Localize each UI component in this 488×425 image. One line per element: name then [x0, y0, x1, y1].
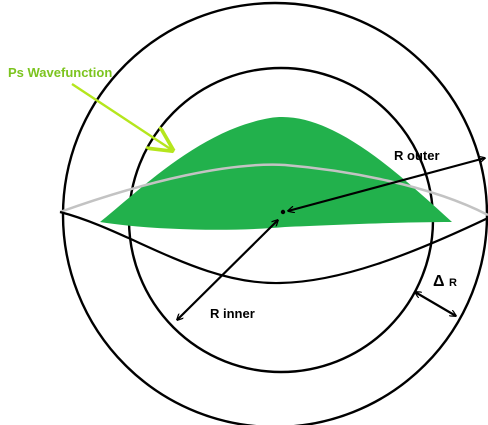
delta-r-label: Δ R	[433, 273, 457, 290]
delta-symbol: Δ	[433, 273, 445, 290]
delta-r-arrow	[415, 292, 456, 316]
delta-letter: R	[449, 277, 457, 289]
r-outer-arrow	[288, 158, 485, 211]
r-inner-label: R inner	[210, 306, 255, 321]
wavefunction-pointer-arrow	[71, 82, 172, 150]
wavefunction-shape	[100, 116, 452, 230]
wavefunction-label: Ps Wavefunction	[8, 65, 112, 80]
r-outer-label: R outer	[394, 148, 440, 163]
black-sag-curve	[59, 210, 488, 285]
r-inner-arrow	[177, 220, 278, 320]
center-point	[280, 209, 286, 215]
